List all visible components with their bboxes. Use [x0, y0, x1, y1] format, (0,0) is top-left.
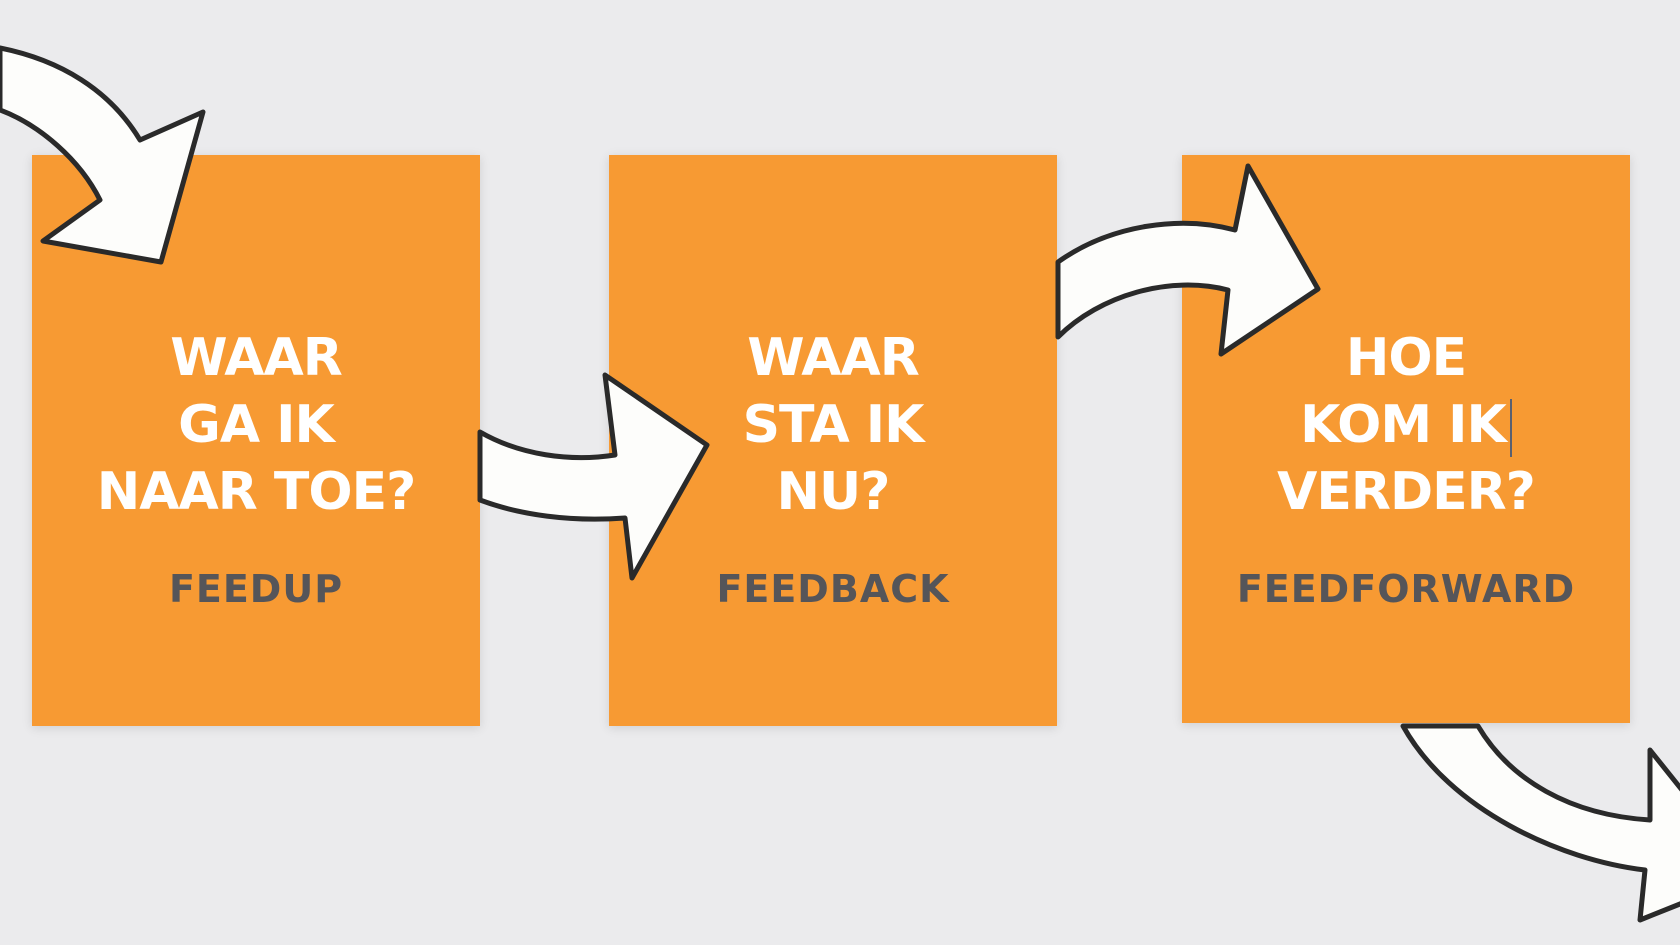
question-line[interactable]: KOM IK: [1300, 395, 1507, 455]
question-line: WAAR: [747, 328, 920, 388]
question-line-with-caret[interactable]: KOM IK: [1182, 392, 1630, 459]
question-line: NU?: [776, 462, 891, 522]
text-cursor: [1509, 399, 1512, 457]
question-line[interactable]: HOE: [1345, 328, 1467, 388]
step-question: WAAR GA IK NAAR TOE?: [32, 325, 480, 526]
question-line: NAAR TOE?: [96, 462, 417, 522]
arrow-icon-exit: [1400, 723, 1680, 923]
step-label: FEEDUP: [168, 567, 344, 611]
step-question[interactable]: HOE KOM IK VERDER?: [1182, 325, 1630, 526]
arrow-icon-entry: [0, 45, 206, 265]
question-line[interactable]: VERDER?: [1277, 462, 1536, 522]
step-label: FEEDBACK: [716, 567, 950, 611]
question-line: GA IK: [178, 395, 335, 455]
step-question: WAAR STA IK NU?: [609, 325, 1057, 526]
arrow-icon-feedup-to-feedback: [477, 372, 710, 581]
arrow-icon-feedback-to-feedforward: [1055, 163, 1321, 357]
step-label[interactable]: FEEDFORWARD: [1236, 567, 1576, 611]
question-line: STA IK: [742, 395, 925, 455]
step-card-feedup: WAAR GA IK NAAR TOE? FEEDUP: [32, 155, 480, 726]
question-line: WAAR: [170, 328, 343, 388]
